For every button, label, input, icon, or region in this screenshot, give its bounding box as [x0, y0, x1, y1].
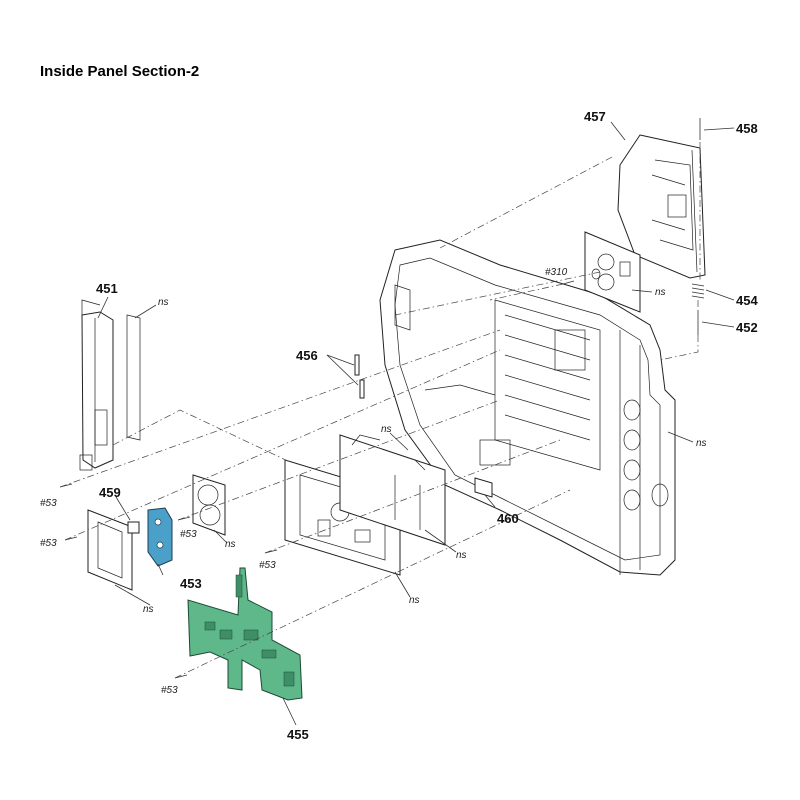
- ns-label: ns: [409, 595, 420, 606]
- part-459-bracket-cover: [64, 509, 140, 591]
- label-459: 459: [99, 485, 121, 500]
- label-458: 458: [736, 121, 758, 136]
- part-456-strips: [354, 354, 365, 399]
- assembly-lines: [59, 142, 701, 679]
- label-451: 451: [96, 281, 118, 296]
- ns-label: ns: [655, 287, 666, 298]
- part-455-circuit-board: [174, 567, 303, 701]
- label-460: 460: [497, 511, 519, 526]
- ns-middle-plate: [339, 434, 446, 546]
- screw-label-53: #53: [40, 538, 57, 549]
- screw-label-53: #53: [259, 560, 276, 571]
- part-451-left-bracket: [59, 299, 141, 488]
- label-456: 456: [296, 348, 318, 363]
- label-452: 452: [736, 320, 758, 335]
- part-453-blue-bracket: [147, 507, 191, 567]
- leader-lines: [97, 121, 735, 726]
- page-title: Inside Panel Section-2: [40, 63, 200, 80]
- cabinet-frame: [379, 239, 676, 576]
- ns-label: ns: [696, 438, 707, 449]
- part-454-spring: [691, 283, 705, 299]
- label-457: 457: [584, 109, 606, 124]
- screw-label-310: #310: [545, 267, 568, 278]
- ns-labels: ns ns ns ns ns ns ns ns ns: [143, 287, 707, 615]
- screw-label-53: #53: [40, 498, 57, 509]
- label-455: 455: [287, 727, 309, 742]
- ns-label: ns: [381, 424, 392, 435]
- part-460-pad: [474, 477, 493, 498]
- ns-label: ns: [158, 297, 169, 308]
- label-454: 454: [736, 293, 758, 308]
- part-457-side-cover: [617, 134, 706, 279]
- upper-hinge-plate: [562, 231, 641, 313]
- screw-labels: #310 #53 #53 #53 #53 #53: [40, 267, 568, 696]
- ns-label: ns: [143, 604, 154, 615]
- label-453: 453: [180, 576, 202, 591]
- ns-round-plate: [192, 474, 226, 536]
- screw-label-53: #53: [161, 685, 178, 696]
- screw-label-53: #53: [180, 529, 197, 540]
- reference-labels: 451 452 453 454 455 456 457 458 459 460: [96, 109, 758, 742]
- ns-label: ns: [225, 539, 236, 550]
- ns-label: ns: [456, 550, 467, 561]
